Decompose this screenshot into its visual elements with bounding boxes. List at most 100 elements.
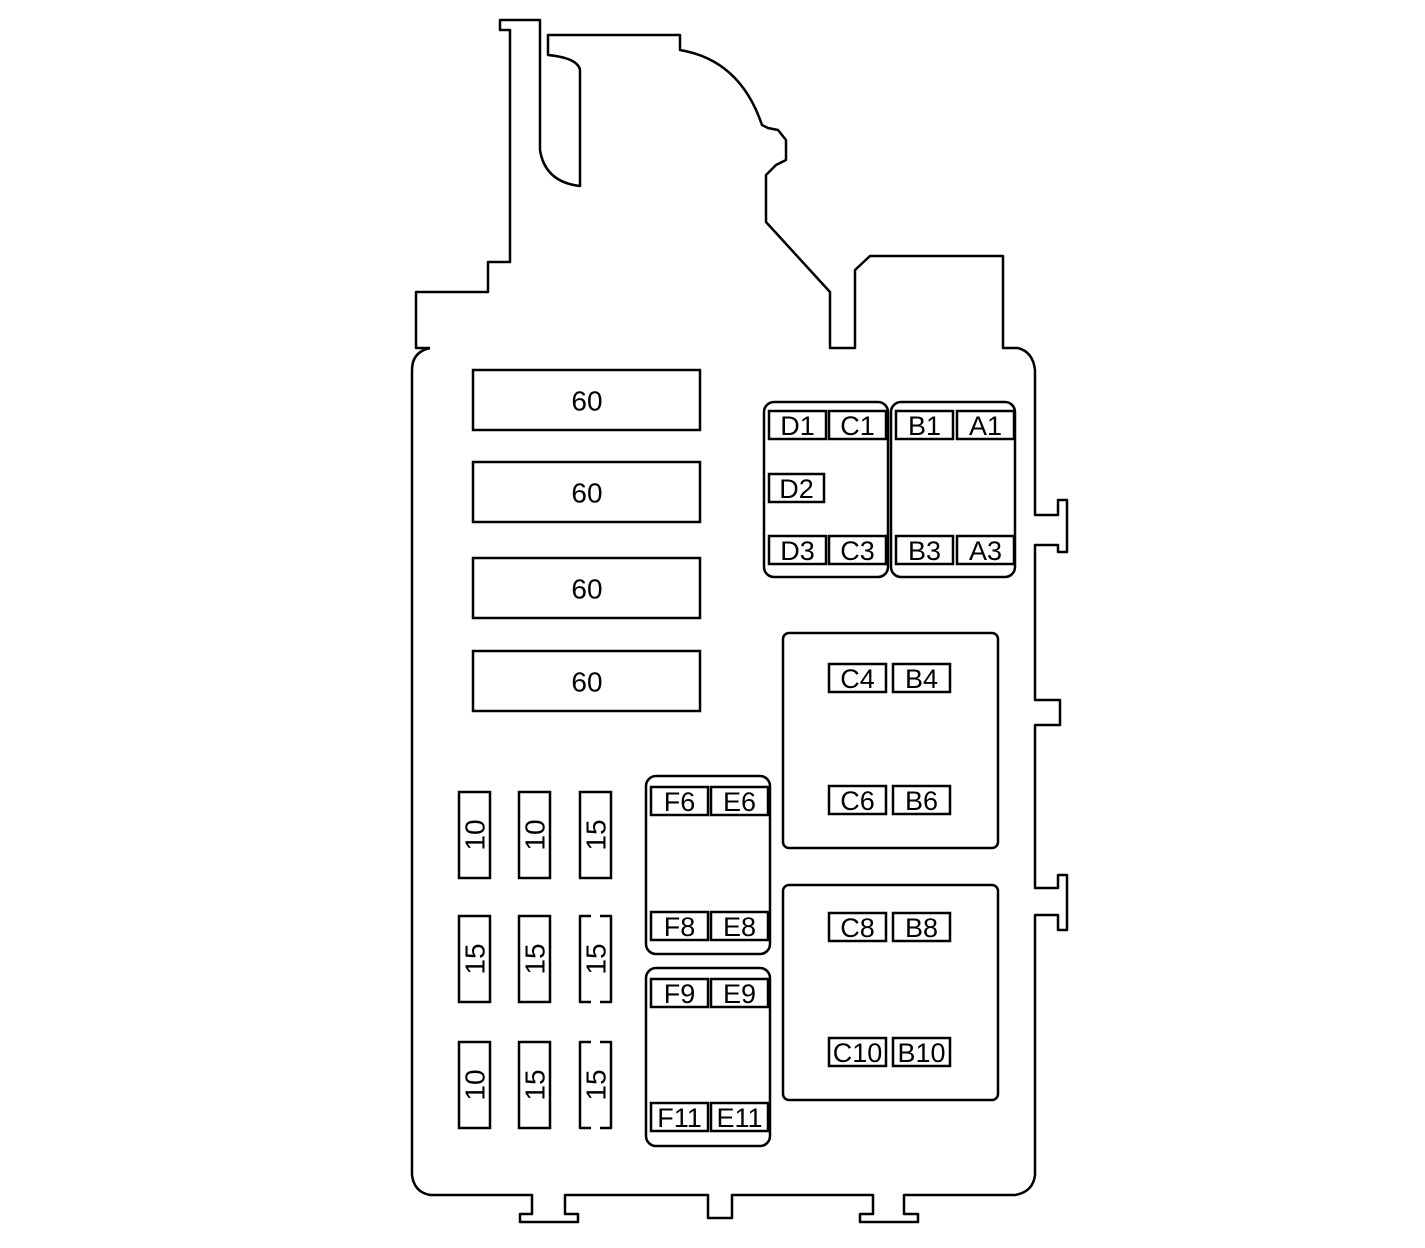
cell-d1-label: D1 [780, 411, 815, 441]
cell-f11: F11 [649, 1101, 710, 1133]
maxi-fuse-row: 60 60 60 60 [471, 368, 702, 713]
cell-c4-box [827, 662, 888, 694]
cell-b1: B1 [894, 409, 955, 441]
cell-f11-label: F11 [657, 1103, 702, 1133]
fuse-box-housing [414, 18, 1018, 350]
relay-block-9-11-frame [644, 966, 772, 1148]
relay-block-8-10-frame [781, 883, 1000, 1102]
cell-a3: A3 [955, 534, 1016, 566]
mini-2-body [517, 790, 552, 880]
cell-c10-label: C10 [833, 1038, 883, 1068]
relay-block-d-c-frame [762, 400, 890, 579]
mini-4-body [457, 914, 492, 1004]
maxi-2: 60 [471, 460, 702, 524]
cell-f6: F6 [649, 785, 710, 817]
mini-1-label: 10 [460, 819, 491, 850]
cell-c8-label: C8 [840, 913, 875, 943]
maxi-1: 60 [471, 368, 702, 432]
cell-f9-label: F9 [664, 979, 696, 1009]
cell-f11-box [649, 1101, 710, 1133]
cell-c10-box [827, 1036, 888, 1068]
relay-block-6-8-frame [644, 774, 772, 956]
mini-6-body [578, 914, 613, 1004]
cell-d3: D3 [767, 534, 828, 566]
cell-e9-label: E9 [723, 979, 756, 1009]
cell-c3: C3 [827, 534, 888, 566]
cell-a3-label: A3 [969, 536, 1002, 566]
mini-1-body [457, 790, 492, 880]
fuse-box-body [410, 346, 1069, 1224]
cell-f8-box [649, 910, 710, 942]
maxi-1-body [471, 368, 702, 432]
mini-8: 15 [517, 1040, 552, 1130]
cell-c1: C1 [827, 409, 888, 441]
cell-e8-box [709, 910, 770, 942]
cell-e9-box [709, 977, 770, 1009]
cell-d2: D2 [767, 472, 826, 504]
cell-c3-label: C3 [840, 536, 875, 566]
mini-9-body [578, 1040, 613, 1130]
cell-b4: B4 [891, 662, 952, 694]
cell-c8-box [827, 911, 888, 943]
cell-b10-box [891, 1036, 952, 1068]
cell-e9: E9 [709, 977, 770, 1009]
cell-f8: F8 [649, 910, 710, 942]
cell-e11-box [709, 1101, 770, 1133]
cell-c8: C8 [827, 911, 888, 943]
cell-a1-label: A1 [969, 411, 1002, 441]
cell-e6-label: E6 [723, 787, 756, 817]
mini-9: 15 [578, 1040, 613, 1130]
cell-b8: B8 [891, 911, 952, 943]
mini-2: 10 [517, 790, 552, 880]
cell-c1-label: C1 [840, 411, 875, 441]
maxi-2-label: 60 [571, 478, 602, 509]
mini-1: 10 [457, 790, 492, 880]
relay-block-b-a-frame [889, 400, 1017, 579]
maxi-4-body [471, 649, 702, 713]
mini-3: 15 [578, 790, 613, 880]
cell-c1-box [827, 409, 888, 441]
mini-7: 10 [457, 1040, 492, 1130]
cell-e8: E8 [709, 910, 770, 942]
maxi-4-label: 60 [571, 667, 602, 698]
mini-7-label: 10 [460, 1069, 491, 1100]
mini-7-body [457, 1040, 492, 1130]
mini-5-body [517, 914, 552, 1004]
mini-3-label: 15 [581, 819, 612, 850]
cell-b8-label: B8 [905, 913, 938, 943]
cell-f6-box [649, 785, 710, 817]
cell-b6: B6 [891, 784, 952, 816]
mini-4-label: 15 [460, 943, 491, 974]
cell-c6-box [827, 784, 888, 816]
cell-f8-label: F8 [664, 912, 696, 942]
cell-a1-box [955, 409, 1016, 441]
cell-c4: C4 [827, 662, 888, 694]
relay-block-4-6-frame [781, 631, 1000, 850]
cell-b3-label: B3 [908, 536, 941, 566]
cell-f6-label: F6 [664, 787, 696, 817]
cell-b8-box [891, 911, 952, 943]
cell-e11: E11 [709, 1101, 770, 1133]
mini-6-label: 15 [581, 943, 612, 974]
cell-c4-label: C4 [840, 664, 875, 694]
cell-d2-box [767, 472, 826, 504]
cell-b4-label: B4 [905, 664, 938, 694]
mini-2-label: 10 [520, 819, 551, 850]
cell-f9-box [649, 977, 710, 1009]
mini-9-label: 15 [581, 1069, 612, 1100]
cell-b6-label: B6 [905, 786, 938, 816]
cell-f9: F9 [649, 977, 710, 1009]
cell-c10: C10 [827, 1036, 888, 1068]
maxi-1-label: 60 [571, 386, 602, 417]
cell-e11-label: E11 [716, 1103, 762, 1133]
cell-c3-box [827, 534, 888, 566]
cell-e6-box [709, 785, 770, 817]
mini-4: 15 [457, 914, 492, 1004]
cell-d1: D1 [767, 409, 828, 441]
maxi-3-body [471, 556, 702, 620]
cell-a1: A1 [955, 409, 1016, 441]
maxi-3-label: 60 [571, 574, 602, 605]
mini-3-body [578, 790, 613, 880]
